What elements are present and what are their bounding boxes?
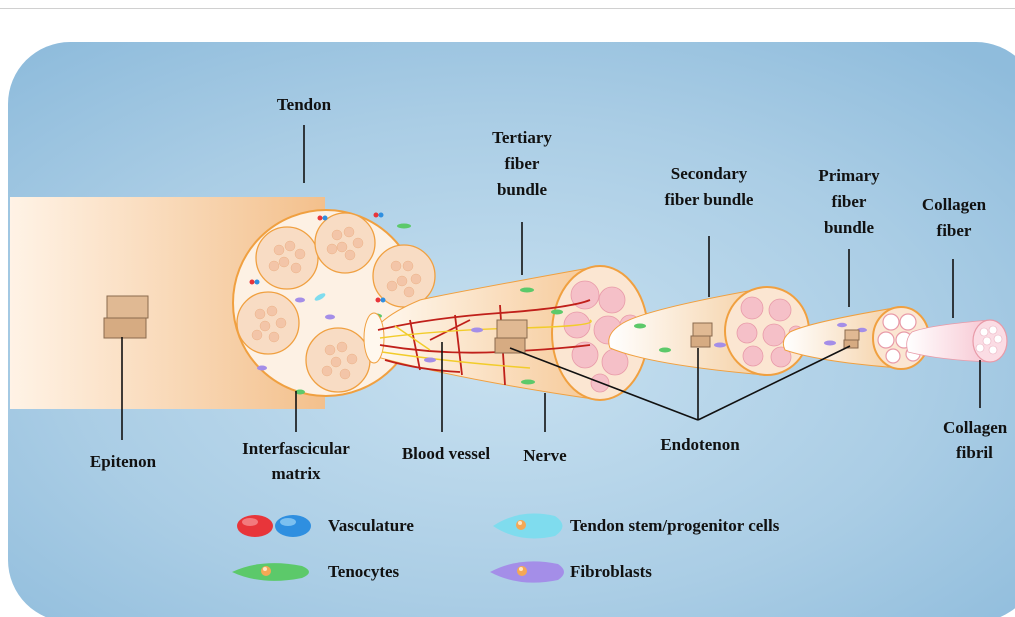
label-primary-line3: bundle <box>824 218 875 237</box>
label-interfascicular-line2: matrix <box>271 464 321 483</box>
legend-stem-cells-label: Tendon stem/progenitor cells <box>570 516 780 535</box>
secondary-endotenon-box <box>691 323 712 347</box>
label-primary-line1: Primary <box>818 166 880 185</box>
label-interfascicular-line1: Interfascicular <box>242 439 350 458</box>
label-collagen-fiber-line2: fiber <box>937 221 972 240</box>
label-tertiary-line2: fiber <box>505 154 540 173</box>
legend-tenocytes-label: Tenocytes <box>328 562 400 581</box>
label-primary-line2: fiber <box>832 192 867 211</box>
label-collagen-fibril-line2: fibril <box>956 443 993 462</box>
label-collagen-fiber-line1: Collagen <box>922 195 987 214</box>
label-epitenon: Epitenon <box>90 452 157 471</box>
epitenon-sheath-box <box>104 296 148 338</box>
label-nerve: Nerve <box>523 446 567 465</box>
label-tertiary-line1: Tertiary <box>492 128 552 147</box>
label-tertiary-line3: bundle <box>497 180 548 199</box>
legend-fibroblasts-label: Fibroblasts <box>570 562 652 581</box>
label-blood-vessel: Blood vessel <box>402 444 491 463</box>
tendon-body <box>10 197 435 409</box>
label-secondary-line1: Secondary <box>671 164 748 183</box>
label-secondary-line2: fiber bundle <box>665 190 754 209</box>
label-tendon: Tendon <box>277 95 332 114</box>
legend-vasculature-label: Vasculature <box>328 516 414 535</box>
label-collagen-fibril-line1: Collagen <box>943 418 1008 437</box>
primary-endotenon-box <box>844 330 859 348</box>
label-endotenon: Endotenon <box>660 435 740 454</box>
